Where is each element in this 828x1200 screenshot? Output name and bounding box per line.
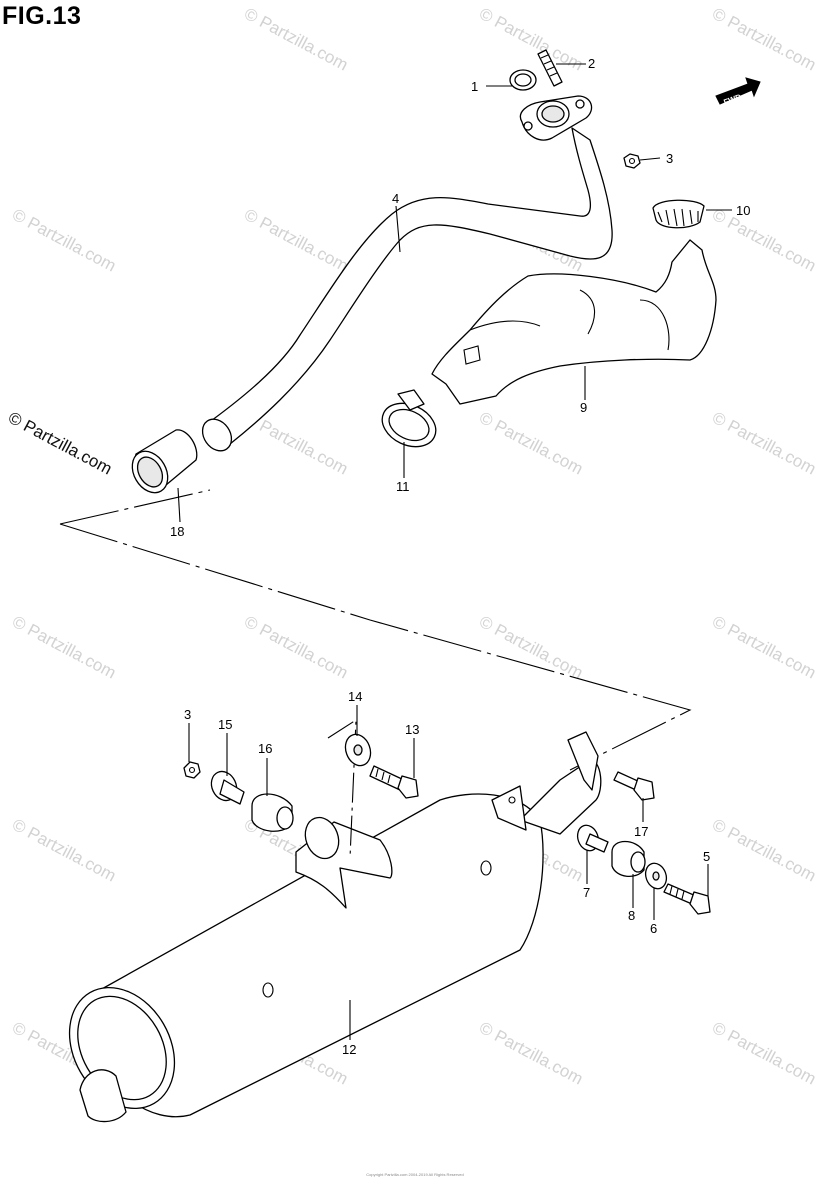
copyright-text: Copyright Partzilla.com 2004-2019 All Ri… [366,1172,464,1177]
band-clamp [381,389,437,448]
nut-part [183,761,201,779]
callout-16: 16 [258,741,272,756]
callout-9: 9 [580,400,587,415]
nut-part [623,153,641,169]
callout-4: 4 [392,191,399,206]
heat-shield [431,239,717,405]
callout-3: 3 [666,151,673,166]
callout-8: 8 [628,908,635,923]
stud-part [537,49,563,87]
callout-18: 18 [170,524,184,539]
pipe-flange [519,95,593,141]
callout-3: 3 [184,707,191,722]
callout-labels: 1 2 3 4 10 9 11 18 14 3 15 16 13 17 5 7 … [170,56,750,1057]
washer-part [644,862,668,890]
callout-15: 15 [218,717,232,732]
clamp-part [652,199,705,229]
callout-10: 10 [736,203,750,218]
callout-2: 2 [588,56,595,71]
fwd-arrow: FWD [715,77,761,107]
bolt-part [613,771,655,801]
bolt-part [369,765,419,799]
figure-title: FIG.13 [2,2,82,30]
callout-17: 17 [634,824,648,839]
washer-part [344,733,372,767]
callout-5: 5 [703,849,710,864]
exhaust-pipe [201,127,613,452]
washer-part [304,816,340,860]
bolt-part [663,883,711,915]
callout-6: 6 [650,921,657,936]
gasket-part [509,69,537,91]
callout-13: 13 [405,722,419,737]
sleeve-part [131,429,198,494]
collar-part [210,770,245,805]
callout-7: 7 [583,885,590,900]
muffler [68,731,602,1123]
callout-14: 14 [348,689,362,704]
grommet-part [251,793,294,832]
callout-12: 12 [342,1042,356,1057]
callout-11: 11 [396,479,410,494]
collar-part [576,824,609,853]
callout-1: 1 [471,79,478,94]
grommet-part [611,840,646,877]
leader-lines [177,63,732,1040]
